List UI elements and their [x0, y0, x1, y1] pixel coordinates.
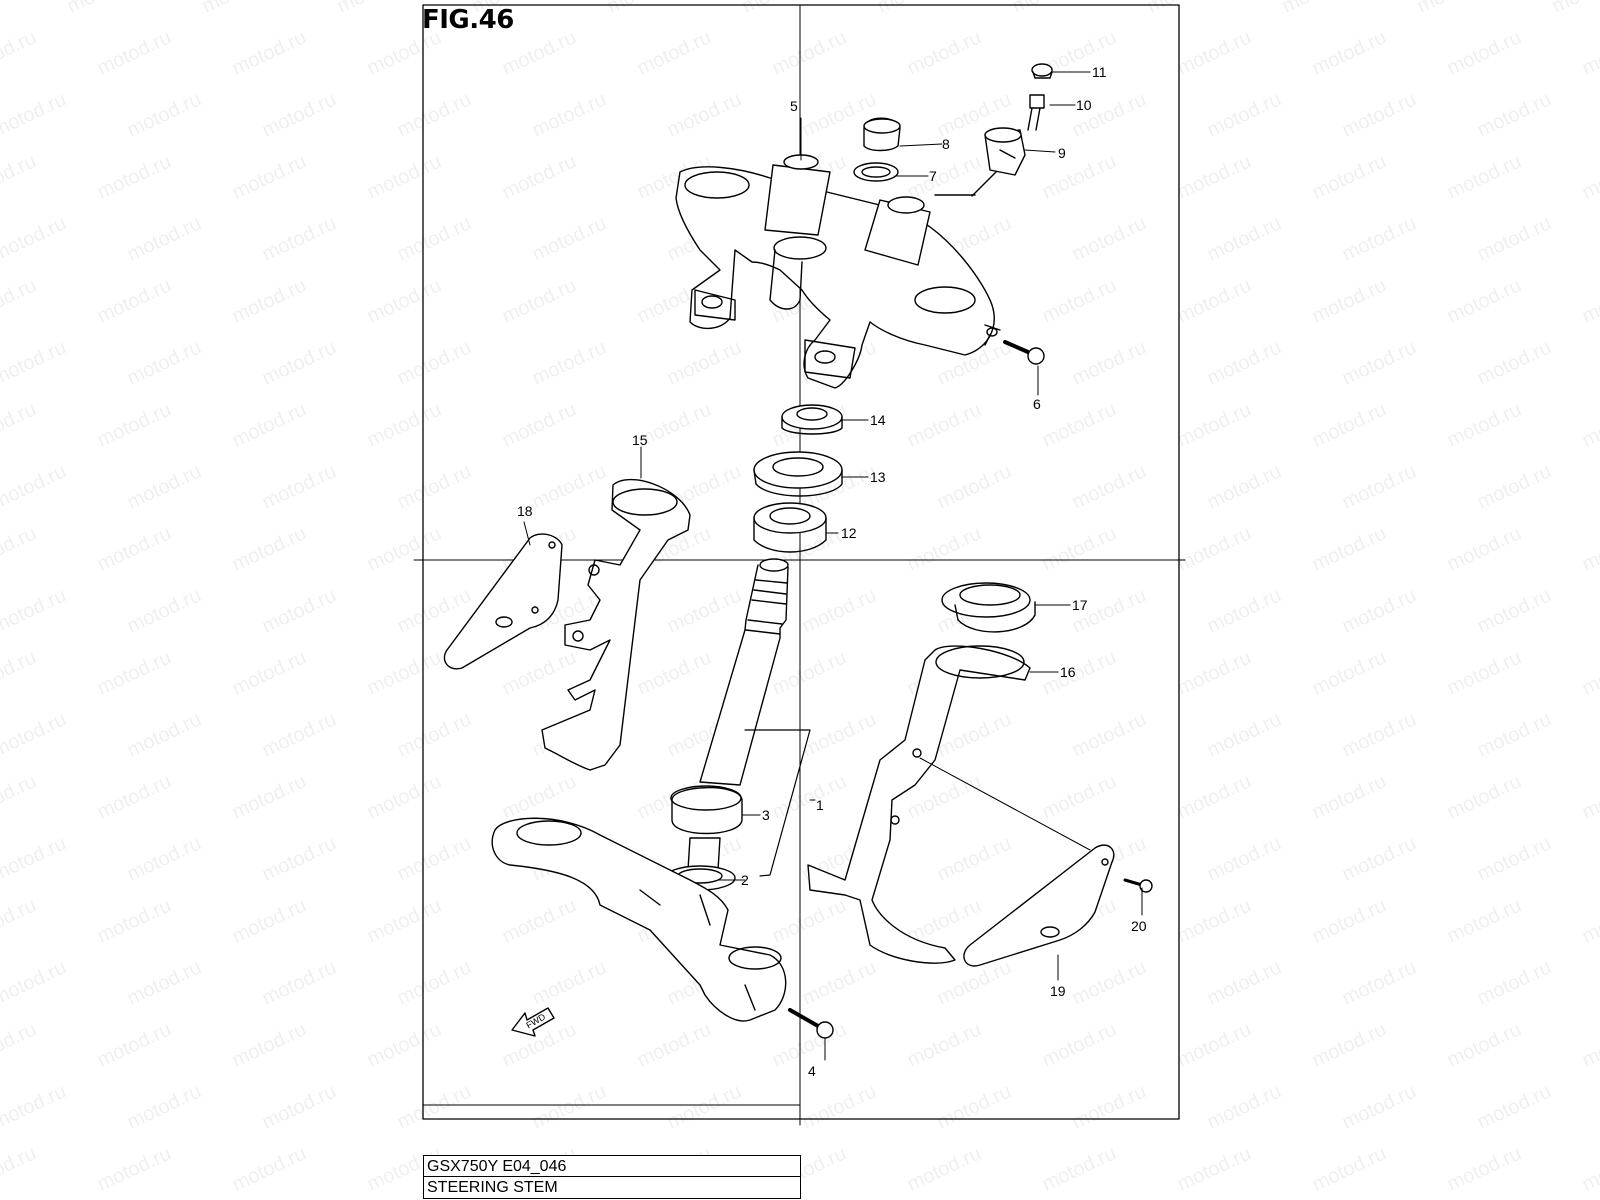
callout-4: 4 [808, 1063, 816, 1079]
callout-2: 2 [741, 872, 749, 888]
callout-8: 8 [942, 136, 950, 152]
callout-10: 10 [1076, 97, 1092, 113]
bolt-10 [1027, 94, 1045, 131]
bearing-12 [753, 502, 827, 553]
leader-19-to-16 [919, 757, 1091, 851]
fwd-arrow: FWD [511, 1007, 555, 1037]
callout-7: 7 [929, 168, 937, 184]
callout-3: 3 [762, 807, 770, 823]
washer-7 [853, 162, 899, 182]
nut-14 [781, 404, 843, 435]
callout-17: 17 [1072, 597, 1088, 613]
bolt-6 [1003, 340, 1045, 365]
callout-11: 11 [1092, 64, 1107, 80]
figure-title: FIG.46 [422, 5, 514, 35]
callout-9: 9 [1058, 145, 1066, 161]
steering-stem-1 [664, 558, 789, 891]
stem-assembly-bracket [744, 729, 811, 877]
model-code-box: GSX750Y E04_046 [423, 1155, 801, 1178]
upper-bracket [675, 154, 1001, 389]
callout-6: 6 [1033, 396, 1041, 412]
callout-1: 1 [816, 797, 824, 813]
callout-14: 14 [870, 412, 886, 428]
meter-bracket-16 [807, 645, 1031, 964]
callout-15: 15 [632, 432, 648, 448]
callout-12: 12 [841, 525, 857, 541]
stay-18 [443, 533, 563, 670]
clamp-9 [984, 127, 1026, 176]
callout-5: 5 [790, 98, 798, 114]
figure-frame [422, 4, 1180, 1120]
callout-19: 19 [1050, 983, 1066, 999]
bolt-4 [788, 1008, 834, 1039]
callout-20: 20 [1131, 918, 1147, 934]
meter-bracket-15 [541, 478, 691, 771]
lower-bracket [491, 817, 787, 1022]
callout-13: 13 [870, 469, 886, 485]
cap-11 [1031, 63, 1053, 79]
stay-19 [963, 844, 1115, 967]
section-name-box: STEERING STEM [423, 1176, 801, 1199]
callout-16: 16 [1060, 664, 1076, 680]
callout-18: 18 [517, 503, 533, 519]
screw-20 [1123, 878, 1153, 893]
cap-nut-8 [863, 117, 901, 152]
bearing-13 [753, 451, 843, 497]
callout-leaders [523, 71, 1143, 1061]
seal-17 [941, 582, 1036, 633]
